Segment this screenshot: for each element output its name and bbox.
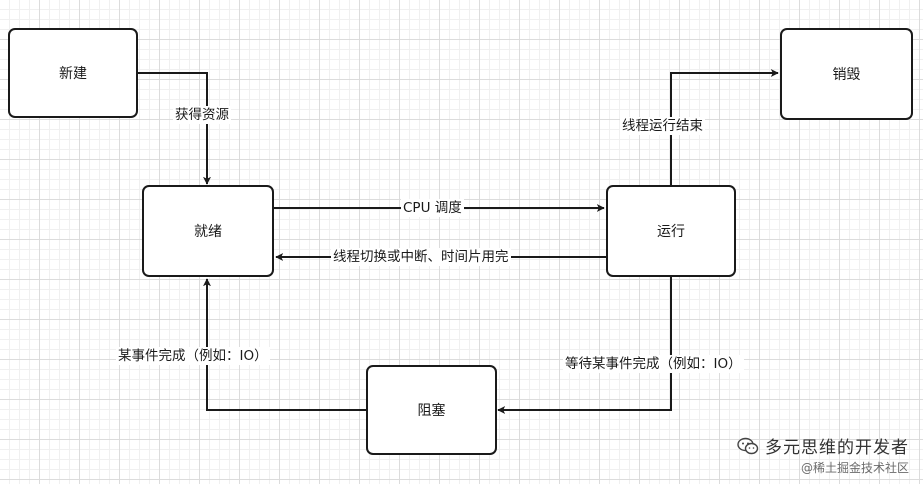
edge-running-to-destroyed [670, 69, 779, 185]
state-blocked-label: 阻塞 [417, 403, 446, 419]
edge-new-to-ready [138, 72, 211, 185]
watermark-title: 多元思维的开发者 [765, 438, 909, 458]
edge-label-blocked-to-ready: 某事件完成（例如：IO） [116, 347, 270, 365]
state-running-label: 运行 [657, 224, 685, 240]
edge-blocked-to-ready [203, 278, 366, 411]
watermark: 多元思维的开发者 @稀土掘金技术社区 [737, 433, 909, 476]
edge-label-running-to-destroyed: 线程运行结束 [620, 117, 705, 135]
state-destroyed-label: 销毁 [832, 67, 861, 83]
edge-label-running-to-blocked: 等待某事件完成（例如：IO） [563, 355, 744, 373]
state-ready: 就绪 [142, 185, 274, 277]
edge-label-new-to-ready: 获得资源 [173, 106, 231, 124]
edge-running-to-blocked [497, 277, 672, 414]
state-blocked: 阻塞 [366, 365, 497, 455]
wechat-icon [737, 437, 759, 454]
edge-label-ready-to-running: CPU 调度 [401, 199, 464, 217]
state-running: 运行 [606, 185, 736, 277]
state-ready-label: 就绪 [194, 224, 222, 240]
edge-label-running-to-ready: 线程切换或中断、时间片用完 [331, 248, 511, 266]
state-new-label: 新建 [59, 66, 87, 82]
state-new: 新建 [8, 28, 138, 118]
watermark-subtitle: @稀土掘金技术社区 [800, 461, 909, 475]
state-destroyed: 销毁 [780, 28, 913, 120]
